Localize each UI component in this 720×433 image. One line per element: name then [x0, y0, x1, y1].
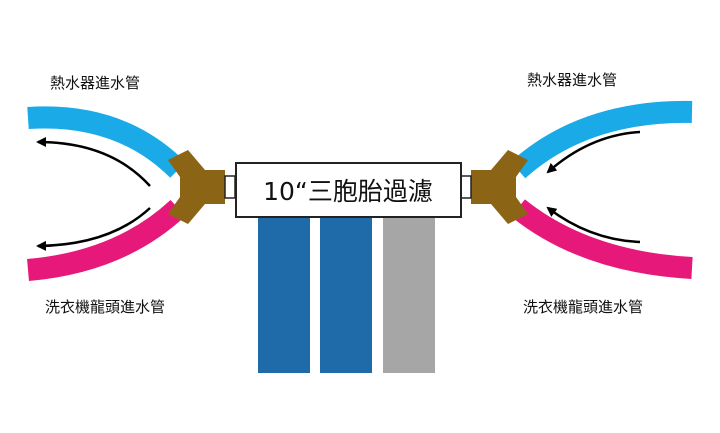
filter-title: 10“三胞胎過濾: [263, 177, 433, 206]
filter-cartridges: [258, 218, 435, 373]
left-washer-pipe: [27, 199, 186, 281]
left-top-arrow-icon: [36, 137, 151, 187]
left-bottom-arrow-icon: [36, 207, 151, 251]
cartridge-2: [320, 218, 372, 373]
right-pipes: [510, 100, 693, 279]
cartridge-1: [258, 218, 310, 373]
cartridge-3: [383, 218, 435, 373]
filter-housing: [235, 162, 462, 218]
left-bottom-label: 洗衣機龍頭進水管: [45, 298, 165, 316]
right-top-arrow-icon: [546, 130, 641, 174]
left-y-fitting: [168, 150, 236, 224]
right-bottom-arrow-icon: [546, 206, 641, 244]
left-flow-arrows: [36, 137, 151, 251]
left-top-label: 熱水器進水管: [50, 74, 140, 92]
right-hot-pipe: [510, 100, 693, 179]
right-y-fitting: [460, 150, 528, 224]
right-bottom-label: 洗衣機龍頭進水管: [523, 298, 643, 316]
right-flow-arrows: [546, 130, 641, 244]
left-pipes: [27, 106, 186, 281]
left-hot-pipe: [27, 106, 186, 178]
right-top-label: 熱水器進水管: [527, 71, 617, 89]
right-washer-pipe: [511, 199, 693, 279]
